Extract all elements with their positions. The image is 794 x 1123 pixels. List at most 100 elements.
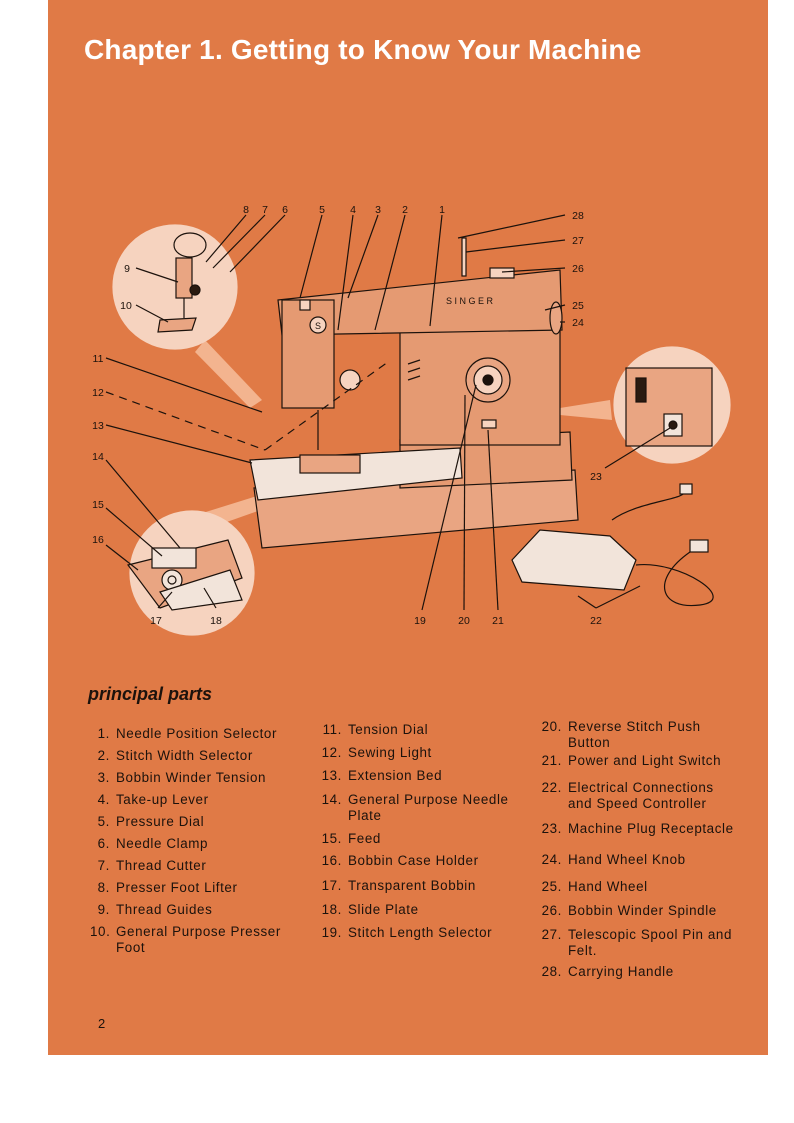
part-name: Slide Plate	[348, 902, 419, 917]
section-heading: principal parts	[88, 684, 213, 704]
callout-9: 9	[124, 263, 130, 275]
page-number: 2	[98, 1016, 106, 1031]
callout-16: 16	[92, 534, 104, 546]
part-name: Bobbin Winder Tension	[116, 770, 267, 785]
part-number: 11.	[322, 722, 342, 737]
part-number: 1.	[97, 726, 110, 741]
callout-23: 23	[590, 471, 602, 483]
part-number: 17.	[321, 878, 342, 893]
part-name: Presser Foot Lifter	[116, 880, 238, 895]
part-item: 15. Feed	[318, 831, 381, 847]
part-number: 25.	[541, 879, 562, 894]
callout-25: 25	[572, 300, 584, 312]
part-number: 8.	[97, 880, 110, 895]
part-item: 13.Extension Bed	[318, 768, 442, 784]
part-number: 16.	[321, 853, 342, 868]
part-item: 23.Machine Plug Receptacle	[538, 821, 734, 837]
part-item: 27.Telescopic Spool Pin and Felt.	[538, 927, 732, 959]
part-name: Hand Wheel Knob	[568, 852, 686, 867]
part-item: 8. Presser Foot Lifter	[90, 880, 238, 896]
part-name: Take-up Lever	[116, 792, 209, 807]
part-name: Power and Light Switch	[568, 753, 722, 768]
part-name: Tension Dial	[348, 722, 429, 737]
part-name: Feed	[348, 831, 381, 846]
part-item: 20. Reverse Stitch Push Button	[538, 719, 701, 751]
callout-28: 28	[572, 210, 584, 222]
part-name: Thread Guides	[116, 902, 213, 917]
part-number: 7.	[97, 858, 110, 873]
part-item: 5. Pressure Dial	[90, 814, 204, 830]
part-item: 10.General Purpose Presser Foot	[90, 924, 281, 956]
part-number: 4.	[97, 792, 110, 807]
part-item: 28.Carrying Handle	[538, 964, 674, 980]
part-name: Bobbin Winder Spindle	[568, 903, 717, 918]
callout-11: 11	[93, 353, 104, 365]
callout-2: 2	[402, 204, 408, 216]
callout-3: 3	[375, 204, 381, 216]
part-name: Bobbin Case Holder	[348, 853, 479, 868]
part-item: 26. Bobbin Winder Spindle	[538, 903, 717, 919]
callout-4: 4	[350, 204, 356, 216]
callout-21: 21	[492, 615, 504, 627]
part-name: Sewing Light	[348, 745, 432, 760]
part-number: 6.	[97, 836, 110, 851]
part-number: 21.	[541, 753, 562, 768]
part-number: 24.	[541, 852, 562, 867]
part-item: 7.Thread Cutter	[90, 858, 206, 874]
callout-8: 8	[243, 204, 249, 216]
part-name: Telescopic Spool Pin and Felt.	[568, 927, 733, 958]
part-item: 3. Bobbin Winder Tension	[90, 770, 266, 786]
part-item: 1. Needle Position Selector	[90, 726, 277, 742]
part-number: 20.	[541, 719, 562, 734]
needle-plate-detail	[126, 539, 243, 611]
callout-12: 12	[92, 387, 104, 399]
part-name: Electrical Connections and Speed Control…	[568, 780, 714, 811]
machine-body: S S I N G E R	[249, 237, 579, 549]
part-item: 12. Sewing Light	[318, 745, 432, 761]
part-name: Carrying Handle	[568, 964, 674, 979]
part-number: 2.	[97, 748, 110, 763]
part-item: 18. Slide Plate	[318, 902, 419, 918]
callout-7: 7	[262, 204, 268, 216]
part-item: 17.Transparent Bobbin	[318, 878, 476, 894]
part-item: 6.Needle Clamp	[90, 836, 208, 852]
part-number: 15.	[321, 831, 342, 846]
part-name: Stitch Length Selector	[348, 925, 493, 940]
part-name: Needle Position Selector	[116, 726, 278, 741]
brand-label: S I N G E R	[446, 296, 494, 306]
callout-20: 20	[458, 615, 470, 627]
callout-17: 17	[150, 615, 162, 627]
callout-10: 10	[120, 300, 132, 312]
callout-13: 13	[92, 420, 104, 432]
part-item: 14. General Purpose Needle Plate	[318, 792, 509, 824]
part-item: 24. Hand Wheel Knob	[538, 852, 686, 868]
presser-foot-detail	[157, 232, 207, 333]
part-number: 3.	[97, 770, 110, 785]
part-number: 23.	[541, 821, 562, 836]
part-item: 11. Tension Dial	[318, 722, 428, 738]
part-name: Reverse Stitch Push Button	[568, 719, 701, 750]
part-name: Extension Bed	[348, 768, 443, 783]
part-number: 18.	[321, 902, 342, 917]
part-item: 19. Stitch Length Selector	[318, 925, 492, 941]
callout-24: 24	[572, 317, 584, 329]
part-number: 26.	[541, 903, 562, 918]
part-name: General Purpose Needle Plate	[348, 792, 509, 823]
svg-text:S: S	[315, 321, 321, 331]
part-number: 22.	[541, 780, 562, 795]
page-title: Chapter 1. Getting to Know Your Machine	[84, 34, 642, 65]
plug-receptacle-detail	[625, 367, 713, 447]
part-item: 2. Stitch Width Selector	[90, 748, 253, 764]
callout-27: 27	[572, 235, 584, 247]
part-number: 12.	[321, 745, 342, 760]
part-item: 21. Power and Light Switch	[538, 753, 721, 769]
part-name: Pressure Dial	[116, 814, 205, 829]
part-number: 14.	[321, 792, 342, 807]
sewing-machine-diagram: S S I N G E R	[92, 204, 731, 636]
part-name: Stitch Width Selector	[116, 748, 253, 763]
part-name: Hand Wheel	[568, 879, 648, 894]
part-item: 4. Take-up Lever	[90, 792, 209, 808]
part-number: 5.	[97, 814, 110, 829]
foot-controller	[511, 483, 714, 607]
part-number: 19.	[321, 925, 342, 940]
